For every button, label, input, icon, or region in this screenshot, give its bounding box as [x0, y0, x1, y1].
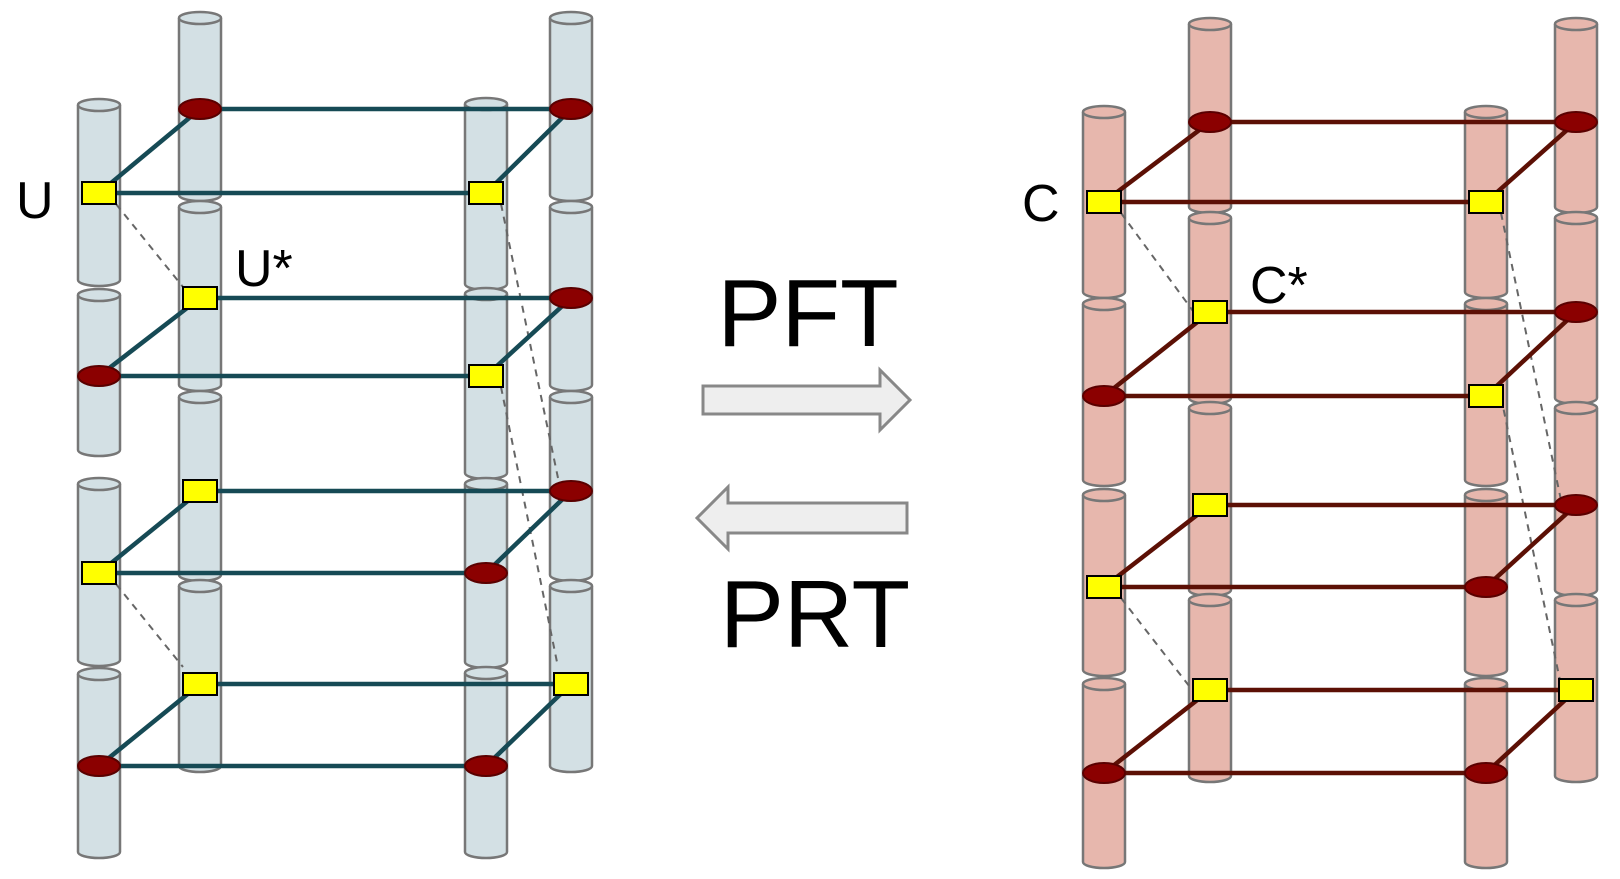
dashed-link: [115, 583, 184, 668]
square-node: [1468, 190, 1504, 214]
reverse-arrow-icon: [694, 483, 909, 553]
square-node: [468, 364, 504, 388]
square-node: [182, 286, 218, 310]
oval-node: [1554, 301, 1598, 323]
bond-link: [484, 107, 573, 195]
oval-node: [1082, 762, 1126, 784]
forward-transition-label: PFT: [717, 260, 898, 367]
oval-node: [549, 287, 593, 309]
oval-node: [1464, 576, 1508, 598]
bond-link: [1102, 503, 1212, 589]
oval-node: [549, 98, 593, 120]
oval-node: [1554, 111, 1598, 133]
oval-node: [77, 755, 121, 777]
bond-link: [1102, 120, 1212, 204]
oval-node: [77, 365, 121, 387]
bond-link: [97, 296, 202, 378]
oval-node: [1188, 111, 1232, 133]
oval-node: [549, 480, 593, 502]
bond-link: [1102, 688, 1212, 775]
square-node: [1086, 575, 1122, 599]
square-node: [468, 181, 504, 205]
primary-state-label: C: [1022, 175, 1060, 233]
square-node: [1192, 678, 1228, 702]
square-node: [1192, 300, 1228, 324]
primary-state-label: U: [16, 172, 54, 230]
secondary-state-label: U*: [235, 240, 293, 298]
oval-node: [178, 98, 222, 120]
square-node: [182, 672, 218, 696]
bond-link: [97, 682, 202, 768]
dashed-link: [1120, 212, 1194, 312]
dashed-link: [115, 203, 184, 288]
bond-link: [1484, 120, 1578, 204]
square-node: [1086, 190, 1122, 214]
square-node: [1192, 493, 1228, 517]
transition-arrows: PFT PRT: [694, 260, 913, 668]
bond-link: [1484, 688, 1578, 775]
reverse-transition-label: PRT: [720, 561, 910, 668]
bond-link: [1484, 310, 1578, 398]
bond-link: [484, 682, 573, 768]
oval-node: [1464, 762, 1508, 784]
bond-link: [1102, 310, 1212, 398]
square-node: [553, 672, 589, 696]
bond-link: [1484, 503, 1578, 589]
bond-link: [97, 107, 202, 195]
oval-node: [464, 562, 508, 584]
oval-node: [1082, 385, 1126, 407]
oval-node: [1554, 494, 1598, 516]
square-node: [81, 561, 117, 585]
dashed-link: [1120, 597, 1194, 692]
oval-node: [464, 755, 508, 777]
square-node: [81, 181, 117, 205]
right-diagram-c: C C*: [1022, 16, 1599, 870]
square-node: [1558, 678, 1594, 702]
bond-link: [97, 489, 202, 575]
square-node: [1468, 384, 1504, 408]
left-diagram-u: U U*: [16, 10, 594, 860]
bond-link: [484, 489, 573, 575]
dashed-link: [1500, 212, 1563, 506]
square-node: [182, 479, 218, 503]
bond-link: [484, 296, 573, 378]
forward-arrow-icon: [701, 366, 913, 434]
dashed-link: [500, 386, 559, 668]
secondary-state-label: C*: [1250, 257, 1308, 315]
